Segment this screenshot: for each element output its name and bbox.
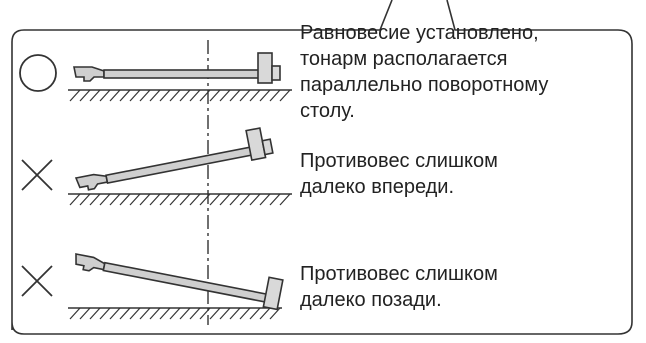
tonearm [75, 253, 284, 311]
caption-line: параллельно поворотному [300, 74, 549, 96]
headshell [73, 66, 105, 82]
arm-tube [102, 261, 271, 304]
wrong-mark-icon [21, 159, 53, 191]
row-1-balanced [19, 52, 292, 102]
row-2-forward [21, 127, 292, 206]
counterweight [262, 276, 284, 311]
tonearm [74, 127, 274, 191]
caption-line: далеко впереди. [300, 176, 455, 198]
counterweight-end [261, 138, 274, 156]
caption-too-far-forward: Противовес слишком далеко впереди. [300, 148, 498, 200]
caption-line: Противовес слишком [300, 263, 498, 285]
arm-tube [105, 145, 256, 185]
caption-line: Равновесие установлено, [300, 22, 539, 44]
caption-balanced: Равновесие установлено, тонарм располага… [300, 20, 548, 124]
outer-frame [11, 0, 633, 335]
wrong-mark-icon [21, 265, 53, 297]
correct-mark-icon [19, 54, 57, 92]
arm-tube [103, 69, 263, 79]
headshell [75, 253, 106, 272]
headshell [74, 173, 109, 191]
counterweight [257, 52, 273, 84]
caption-line: Противовес слишком [300, 150, 498, 172]
tonearm [73, 52, 281, 84]
caption-line: тонарм располагается [300, 48, 508, 70]
platter-hatch [69, 307, 281, 320]
counterweight-end [271, 65, 281, 81]
platter-hatch [69, 89, 291, 102]
platter-hatch [69, 193, 291, 206]
caption-line: столу. [300, 100, 355, 122]
row-3-backward [21, 253, 284, 320]
caption-line: далеко позади. [300, 289, 442, 311]
caption-too-far-back: Противовес слишком далеко позади. [300, 261, 498, 313]
